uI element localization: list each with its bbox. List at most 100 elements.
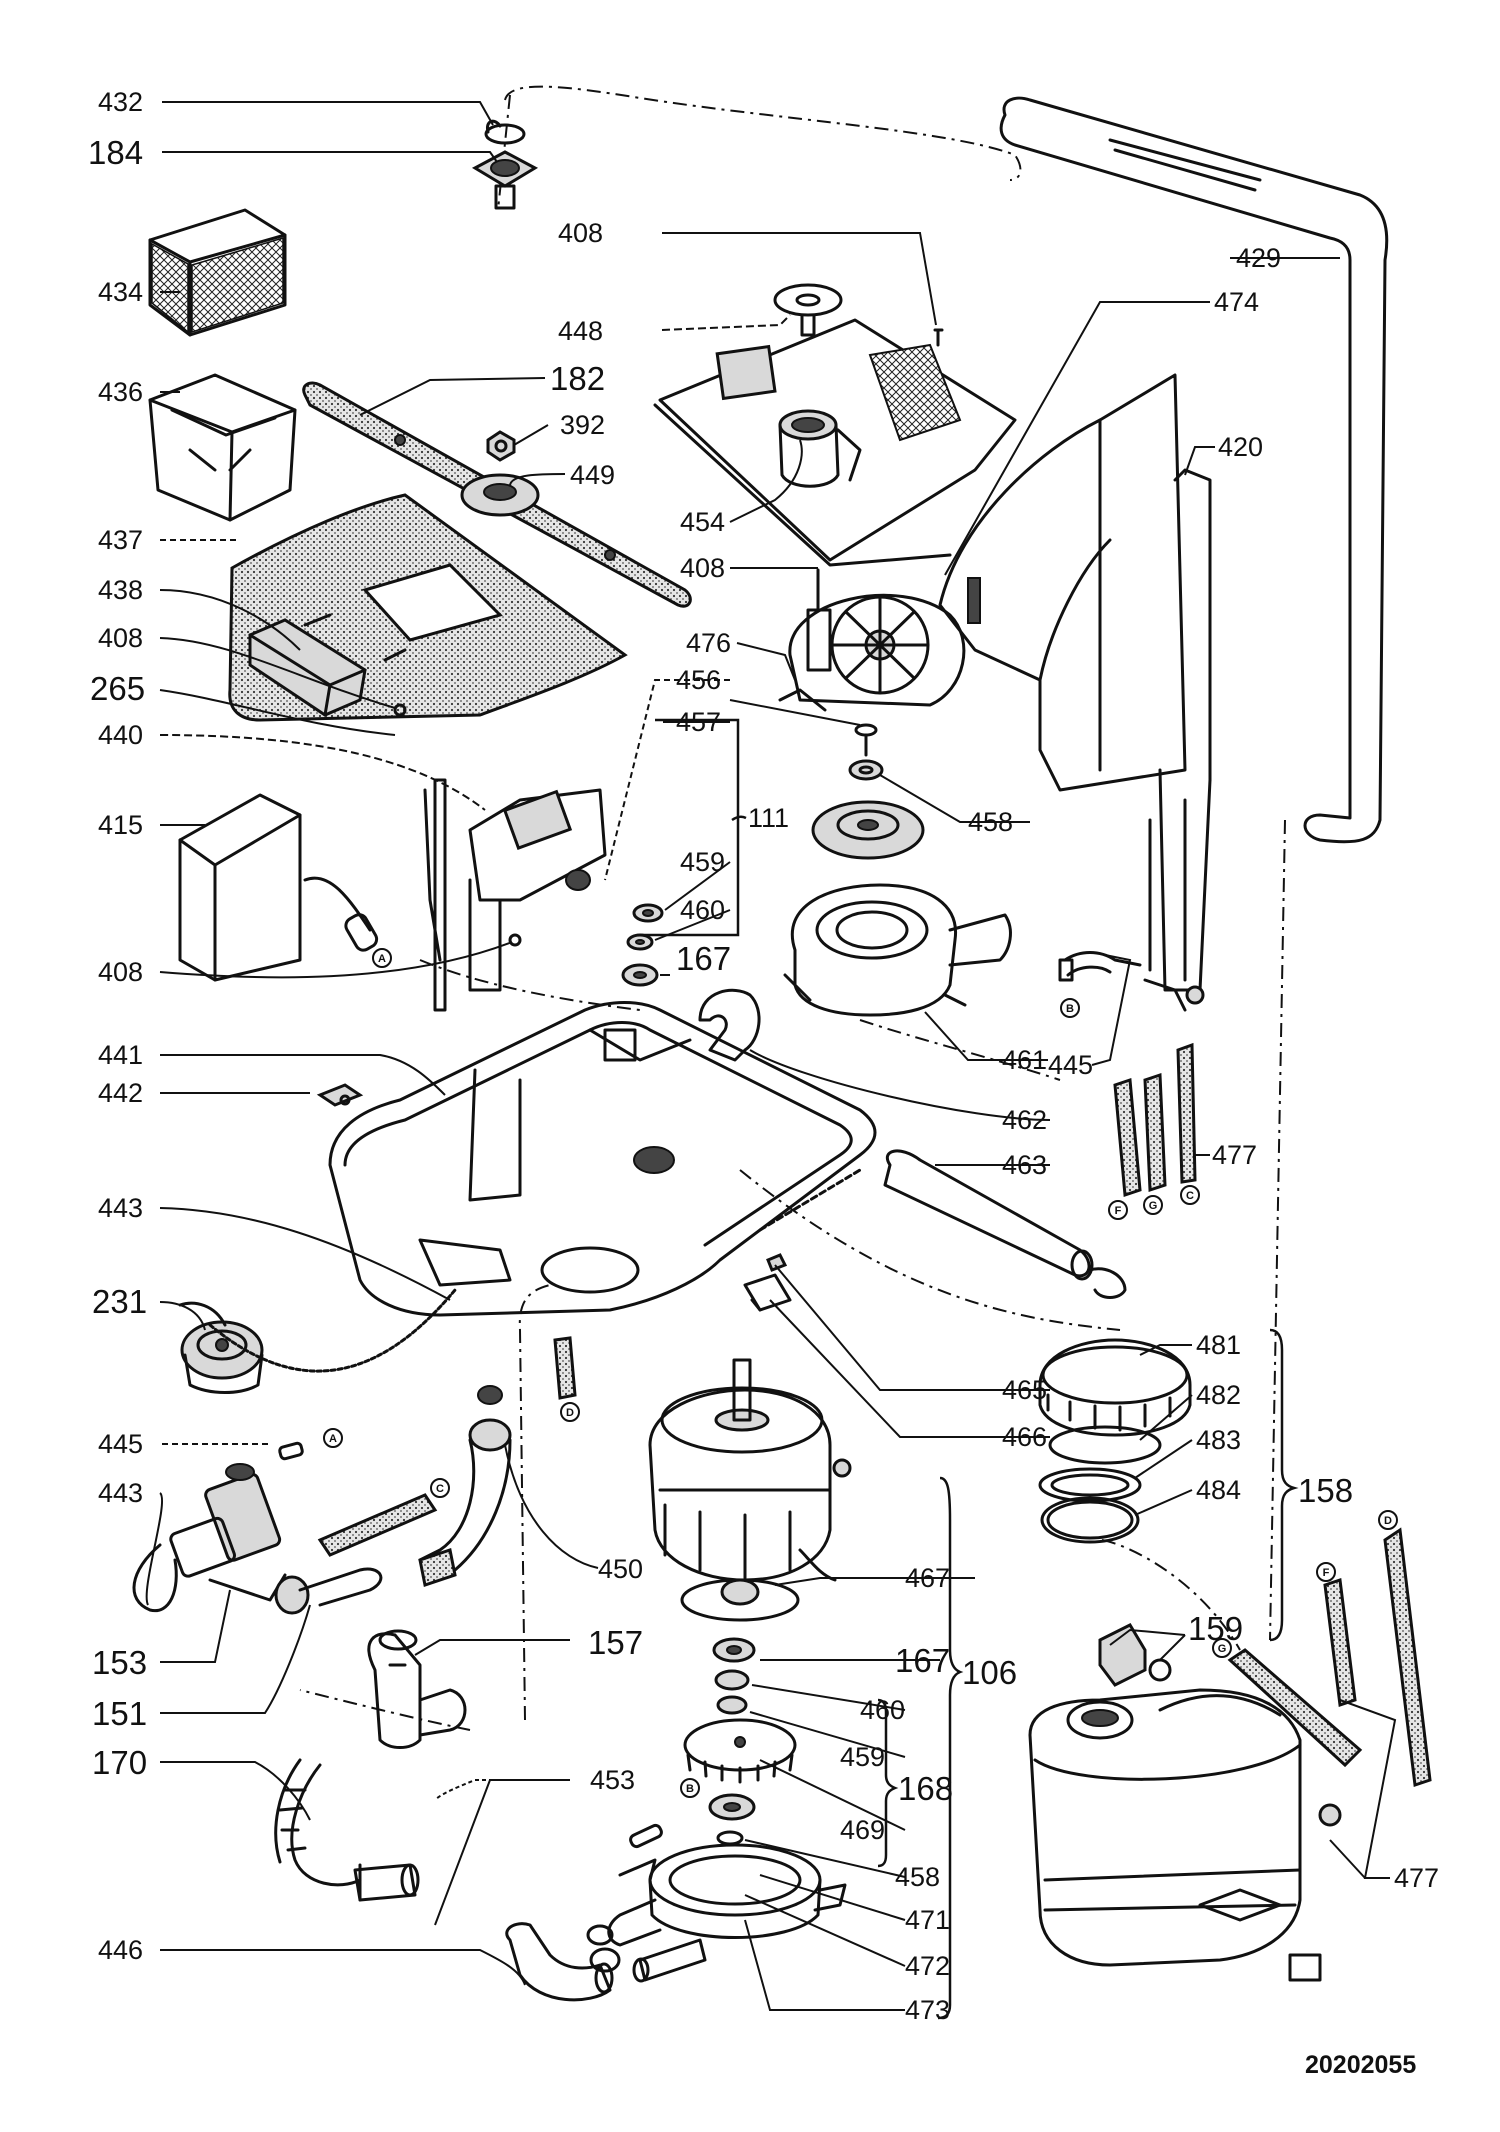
connector-b-1: B [1060, 998, 1080, 1018]
part-458-nut-b [716, 1830, 744, 1846]
callout-408-b: 408 [98, 957, 143, 987]
callout-437: 437 [98, 525, 143, 555]
part-184-nozzle [471, 150, 539, 210]
part-415-bracket [178, 793, 379, 982]
part-441-sump-base [328, 1001, 877, 1317]
callout-111: 111 [748, 803, 789, 833]
callout-168: 168 [898, 1770, 953, 1807]
part-168-impeller [683, 1718, 797, 1784]
part-469-nut [708, 1793, 756, 1821]
part-445-fitting-b [1058, 951, 1142, 982]
part-458-nut-a [848, 759, 884, 781]
callout-265: 265 [90, 670, 145, 707]
callout-448: 448 [558, 316, 603, 346]
callout-458-b: 458 [895, 1862, 940, 1892]
callout-158: 158 [1298, 1472, 1353, 1509]
part-477-hoses-b [1227, 1527, 1432, 1788]
part-482-seal-ring [1048, 1425, 1162, 1465]
part-459-seal-a [632, 903, 664, 923]
connector-c-1: C [430, 1478, 450, 1498]
part-474-duct-panel [938, 373, 1212, 1012]
part-459-seal-b [716, 1695, 748, 1715]
callout-445-b: 445 [1048, 1050, 1093, 1080]
svg-text:C: C [1186, 1190, 1194, 1202]
part-456-screw [854, 723, 878, 757]
callout-450: 450 [598, 1554, 643, 1584]
part-hose-d-a [553, 1336, 577, 1400]
part-440-heater-bracket [423, 778, 607, 1012]
part-438-handle [248, 618, 367, 717]
callout-462: 462 [1002, 1105, 1047, 1135]
callout-467: 467 [905, 1563, 950, 1593]
connector-f-1: F [1108, 1200, 1128, 1220]
part-454-base-panel [653, 318, 1017, 567]
callout-483: 483 [1196, 1425, 1241, 1455]
part-462-elbow-hose [698, 988, 761, 1062]
callout-157: 157 [588, 1624, 643, 1661]
callout-460-b: 460 [860, 1695, 905, 1725]
part-463-drain-hose [883, 1149, 1127, 1299]
part-158-softener [1028, 1688, 1342, 1982]
part-157-air-break [367, 1629, 467, 1749]
part-153-inlet-valve [132, 1463, 310, 1615]
callout-457: 457 [676, 707, 721, 737]
callout-459-a: 459 [680, 847, 725, 877]
part-473-pump-chamber [607, 1843, 847, 1983]
callout-415: 415 [98, 810, 143, 840]
connector-a-2: A [323, 1428, 343, 1448]
callout-440: 440 [98, 720, 143, 750]
connector-f-2: F [1316, 1562, 1336, 1582]
svg-text:C: C [436, 1483, 444, 1495]
callout-459-b: 459 [840, 1742, 885, 1772]
part-467-disc [680, 1578, 800, 1622]
callout-445-a: 445 [98, 1429, 143, 1459]
svg-text:G: G [1149, 1200, 1158, 1212]
callout-460-a: 460 [680, 895, 725, 925]
callout-184: 184 [88, 134, 143, 171]
part-170-corrugated-hose [274, 1758, 420, 1902]
part-445-fitting-a [278, 1441, 304, 1461]
part-231-sensor [178, 1288, 457, 1394]
callout-466: 466 [1002, 1422, 1047, 1452]
part-476-fan-housing [778, 568, 966, 712]
part-clamp-small [586, 1924, 621, 1973]
part-pin [629, 1823, 663, 1849]
callout-159: 159 [1188, 1610, 1243, 1647]
svg-text:A: A [329, 1433, 337, 1445]
callout-182: 182 [550, 360, 605, 397]
part-408-screw-c [933, 328, 944, 347]
callout-481: 481 [1196, 1330, 1241, 1360]
callout-477-b: 477 [1394, 1863, 1439, 1893]
part-484-gasket [1040, 1496, 1140, 1544]
callout-167-b: 167 [895, 1642, 950, 1679]
part-450-fill-tube [418, 1385, 512, 1587]
brace-168 [877, 1698, 899, 1868]
part-159-valve [1098, 1623, 1172, 1687]
callout-231: 231 [92, 1283, 147, 1320]
part-436-small-basket [148, 373, 297, 522]
callout-472: 472 [905, 1951, 950, 1981]
callout-170: 170 [92, 1744, 147, 1781]
callout-408-a: 408 [98, 623, 143, 653]
callout-443-a: 443 [98, 1193, 143, 1223]
callout-432: 432 [98, 87, 143, 117]
brace-158 [1269, 1328, 1299, 1642]
callout-482: 482 [1196, 1380, 1241, 1410]
callout-436: 436 [98, 377, 143, 407]
svg-text:B: B [1066, 1003, 1074, 1015]
callout-153: 153 [92, 1644, 147, 1681]
leader-lines [145, 101, 1397, 2011]
connector-d-2: D [1378, 1510, 1398, 1530]
connector-a-1: A [372, 948, 392, 968]
callout-456: 456 [676, 665, 721, 695]
callout-434: 434 [98, 277, 143, 307]
callout-476: 476 [686, 628, 731, 658]
callout-167-a: 167 [676, 940, 731, 977]
part-465-clamp [766, 1253, 788, 1272]
part-408-screw-b [508, 933, 522, 947]
svg-text:D: D [566, 1407, 574, 1419]
svg-text:F: F [1115, 1205, 1122, 1217]
document-number: 20202055 [1305, 2051, 1416, 2079]
svg-text:G: G [1218, 1643, 1227, 1655]
